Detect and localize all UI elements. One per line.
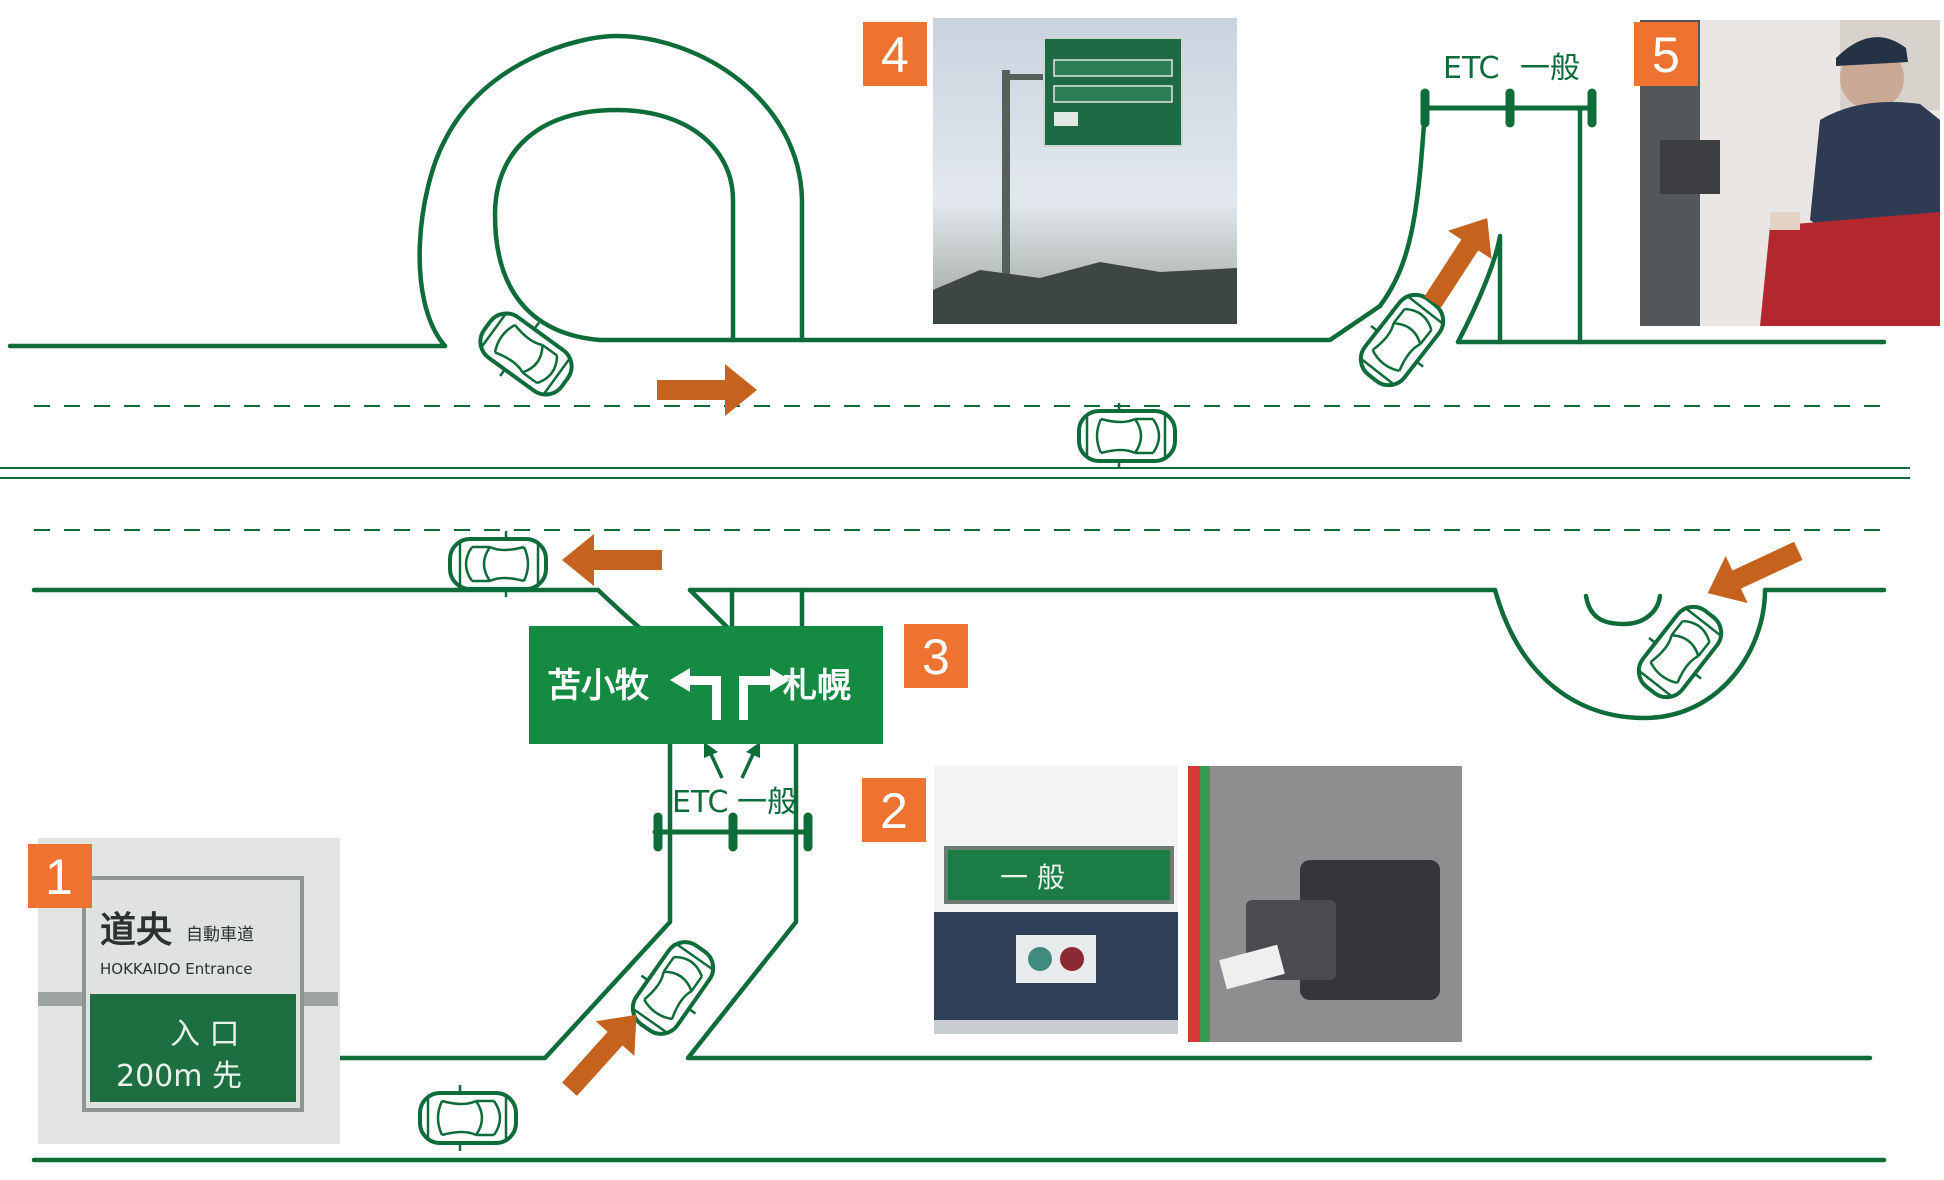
- highway-mainline: [0, 303, 1910, 1163]
- step-badge-4: 4: [863, 22, 927, 86]
- entrance-lane-etc-label: ETC: [672, 785, 728, 820]
- svg-text:200m 先: 200m 先: [116, 1059, 242, 1094]
- overhead-direction-sign-photo: [933, 18, 1237, 324]
- step-badge-1: 1: [28, 844, 92, 908]
- exit-lane-etc-label: ETC: [1443, 51, 1499, 86]
- entrance-ramp: ETC 一般: [337, 587, 1873, 1061]
- step-badge-3: 3: [904, 624, 968, 688]
- svg-text:5: 5: [1652, 27, 1680, 83]
- direction-sign: 苫小牧 札幌: [529, 626, 883, 744]
- svg-text:2: 2: [880, 783, 908, 839]
- sign-left-destination: 苫小牧: [547, 666, 650, 706]
- lower-loop-ramp: [1492, 587, 1768, 721]
- step-badge-2: 2: [862, 778, 926, 842]
- svg-text:3: 3: [922, 629, 950, 685]
- svg-text:1: 1: [45, 849, 73, 905]
- svg-text:入 口: 入 口: [170, 1017, 240, 1052]
- direction-arrow-icon: [670, 668, 790, 720]
- sign-right-destination: 札幌: [783, 666, 851, 706]
- svg-text:一 般: 一 般: [1000, 861, 1065, 894]
- toll-ticket-photo: 一 般: [934, 766, 1462, 1042]
- fork-arrow-icon: [704, 742, 760, 779]
- step-badge-5: 5: [1634, 22, 1698, 86]
- loop-ramp: [417, 33, 805, 349]
- svg-text:自動車道: 自動車道: [186, 925, 254, 945]
- entrance-lane-general-label: 一般: [737, 785, 797, 820]
- exit-ramp: ETC 一般: [1377, 51, 1597, 345]
- svg-text:道央: 道央: [100, 910, 173, 951]
- svg-text:HOKKAIDO Entrance: HOKKAIDO Entrance: [100, 960, 253, 978]
- exit-lane-general-label: 一般: [1520, 51, 1580, 86]
- svg-text:4: 4: [881, 27, 909, 83]
